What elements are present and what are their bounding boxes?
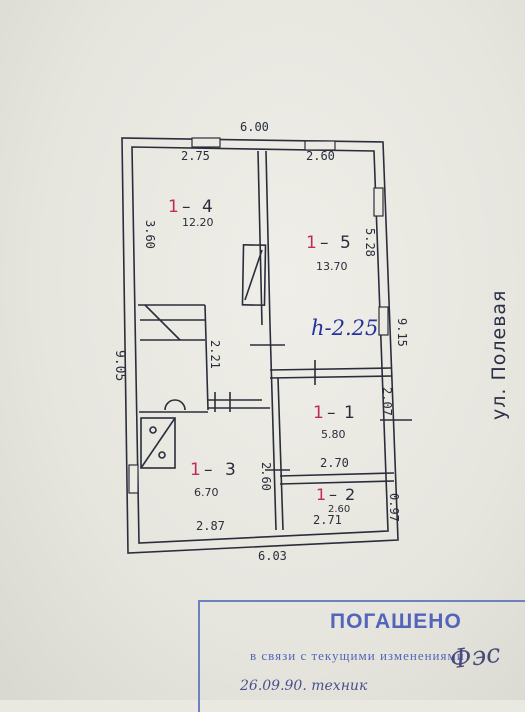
window-left	[128, 464, 139, 494]
dim-bottom-width: 6.03	[258, 549, 287, 563]
chimney-diag	[244, 249, 263, 301]
stove	[140, 417, 176, 469]
dim-room3-bottom: 2.87	[196, 519, 225, 533]
outer-wall-outer	[121, 137, 399, 554]
dim-left-height: 9.05	[112, 350, 127, 381]
wall-4-5	[257, 150, 263, 326]
room-3-num: 3	[225, 460, 236, 480]
room-5-num: 5	[340, 233, 351, 253]
dim-room1-bottom: 2.70	[320, 456, 349, 470]
room-3-id: 1	[190, 460, 201, 480]
window-right-lower	[378, 306, 389, 336]
dim-top-right: 2.60	[306, 149, 335, 163]
dim-room2-bottom: 2.71	[313, 513, 342, 527]
stove-ring-2	[158, 451, 166, 459]
room-2-dash: –	[329, 485, 337, 504]
wall-1-2	[279, 472, 395, 477]
dim-top-left: 2.75	[181, 149, 210, 163]
room-3-dash: –	[204, 460, 213, 480]
wall-1-left-b	[277, 377, 284, 531]
dim-left-upper: 3.60	[143, 220, 157, 249]
dim-right-height: 9.15	[395, 318, 409, 347]
wall-1-2b	[279, 480, 395, 485]
room-4-dash: –	[182, 197, 191, 217]
stamp-text: в связи с текущими изменениями	[250, 648, 465, 663]
dim-room1-side: 2.07	[380, 387, 394, 416]
room-1-id: 1	[313, 403, 324, 423]
chimney	[241, 243, 267, 307]
street-name: ул. Полевая	[488, 289, 510, 420]
room-5-area: 13.70	[316, 260, 348, 273]
room-4-id: 1	[168, 197, 179, 217]
dim-top-width: 6.00	[240, 120, 269, 134]
wall-5-1b	[269, 375, 393, 379]
room-4-area: 12.20	[182, 216, 214, 229]
stamp-title: ПОГАШЕНО	[330, 610, 462, 633]
dim-room2-side: 0.97	[387, 493, 401, 522]
window-top-right	[304, 140, 336, 151]
ceiling-height: h-2.25	[311, 316, 378, 340]
window-top-left	[191, 137, 221, 148]
room-5-dash: –	[320, 233, 329, 253]
room-2-num: 2	[345, 485, 355, 504]
signature: Фэс	[448, 638, 503, 676]
stove-diag	[140, 417, 176, 469]
window-right-upper	[373, 187, 384, 217]
outer-wall-inner	[131, 146, 389, 544]
room-2-id: 1	[316, 485, 326, 504]
stove-ring-1	[149, 426, 157, 434]
cancelled-stamp: ПОГАШЕНО в связи с текущими изменениями …	[198, 600, 525, 712]
room-2-area: 2.60	[328, 504, 350, 515]
wall-4-5b	[265, 150, 271, 326]
room-4-num: 4	[202, 197, 213, 217]
stair-right	[204, 304, 209, 411]
room-3-area: 6.70	[194, 486, 219, 499]
dim-room3-side: 2.60	[259, 462, 273, 491]
stair-diag	[144, 304, 181, 341]
dim-room5-side: 5.28	[363, 228, 377, 257]
stamp-date: 26.09.90. техник	[240, 678, 368, 694]
door-arc	[164, 399, 186, 411]
wall-5-1	[269, 367, 393, 371]
room-1-area: 5.80	[321, 428, 346, 441]
room-1-num: 1	[344, 403, 355, 423]
dim-stair: 2.21	[208, 340, 222, 369]
room-5-id: 1	[306, 233, 317, 253]
room-1-dash: –	[327, 403, 336, 423]
wall-1-left	[269, 324, 277, 531]
